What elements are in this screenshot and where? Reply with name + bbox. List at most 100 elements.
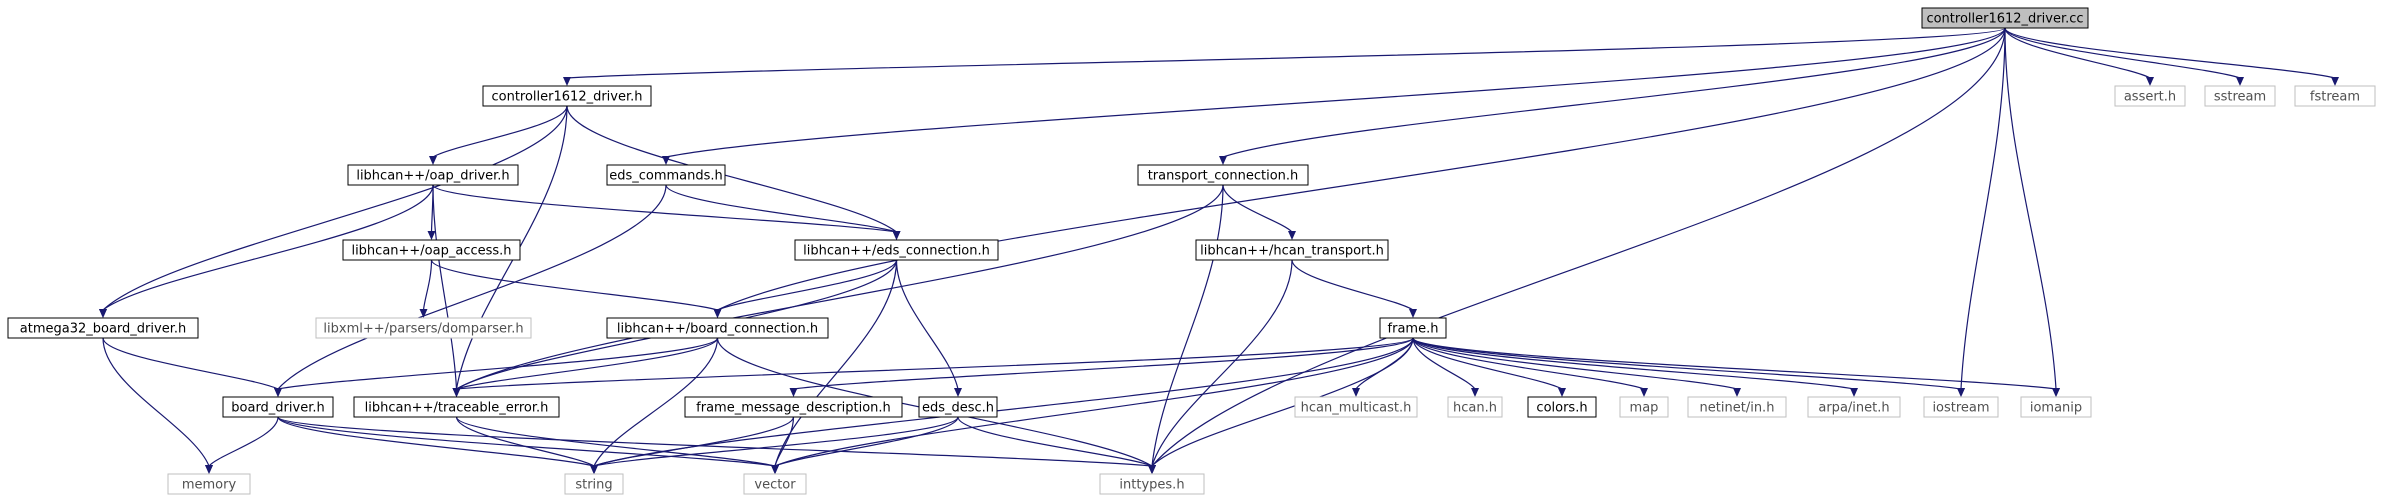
edge-root-to-sstream bbox=[2004, 27, 2241, 79]
edge-frame-to-arpa bbox=[1412, 337, 1855, 390]
node-frame-msg-desc[interactable]: frame_message_description.h bbox=[684, 396, 903, 418]
arrowhead-frame-to-traceable-error bbox=[452, 388, 461, 397]
edge-board-connection-to-traceable-error bbox=[456, 337, 719, 390]
node-label-netinet: netinet/in.h bbox=[1700, 401, 1775, 416]
arrowhead-frame-to-hcan bbox=[1471, 388, 1479, 397]
arrowhead-frame-to-frame-msg-desc bbox=[789, 388, 798, 397]
node-atmega[interactable]: atmega32_board_driver.h bbox=[7, 317, 199, 339]
edge-traceable-error-to-string bbox=[455, 416, 595, 467]
edge-transport-connection-to-hcan-transport bbox=[1222, 184, 1293, 233]
edge-oap-driver-to-traceable-error bbox=[432, 184, 458, 390]
edge-frame-to-map bbox=[1412, 337, 1645, 390]
node-label-assert: assert.h bbox=[2124, 90, 2176, 105]
arrowhead-root-to-fstream bbox=[2331, 77, 2339, 86]
node-label-eds-connection: libhcan++/eds_connection.h bbox=[803, 244, 990, 259]
node-box-assert bbox=[2114, 85, 2186, 107]
node-root[interactable]: controller1612_driver.cc bbox=[1921, 7, 2089, 29]
node-board-connection[interactable]: libhcan++/board_connection.h bbox=[606, 317, 829, 339]
node-box-inttypes bbox=[1099, 473, 1205, 495]
arrowhead-frame-to-netinet bbox=[1733, 388, 1741, 397]
edge-frame-to-colors bbox=[1412, 337, 1563, 390]
edge-eds-connection-to-board-connection bbox=[717, 259, 898, 311]
node-assert: assert.h bbox=[2114, 85, 2186, 107]
arrowhead-frame-to-arpa bbox=[1850, 388, 1858, 397]
edge-frame-to-frame-msg-desc bbox=[793, 337, 1414, 390]
arrowhead-frame-to-map bbox=[1640, 388, 1648, 397]
node-label-board-driver: board_driver.h bbox=[231, 401, 324, 416]
arrowhead-ctrl-h-to-oap-driver bbox=[429, 156, 437, 165]
edge-atmega-to-board-driver bbox=[102, 337, 279, 390]
arrowhead-frame-to-iostream bbox=[1957, 388, 1965, 397]
edge-hcan-transport-to-frame bbox=[1291, 259, 1414, 311]
node-label-frame: frame.h bbox=[1388, 322, 1439, 337]
edge-root-to-board-connection bbox=[717, 27, 2006, 311]
edge-frame-to-vector bbox=[774, 337, 1414, 467]
node-label-traceable-error: libhcan++/traceable_error.h bbox=[365, 401, 549, 416]
edge-frame-msg-desc-to-string bbox=[593, 416, 795, 467]
node-box-board-driver bbox=[222, 396, 334, 418]
node-ctrl-h[interactable]: controller1612_driver.h bbox=[482, 85, 652, 107]
node-colors[interactable]: colors.h bbox=[1527, 396, 1597, 418]
node-label-map: map bbox=[1630, 401, 1659, 416]
node-hcan-transport[interactable]: libhcan++/hcan_transport.h bbox=[1195, 239, 1389, 261]
arrowhead-eds-commands-to-eds-connection bbox=[892, 231, 901, 240]
node-box-board-connection bbox=[606, 317, 829, 339]
edge-eds-desc-to-vector bbox=[774, 416, 959, 467]
edge-eds-desc-to-string bbox=[593, 416, 959, 467]
node-frame[interactable]: frame.h bbox=[1379, 317, 1447, 339]
node-label-inttypes: inttypes.h bbox=[1119, 478, 1184, 493]
node-sstream: sstream bbox=[2204, 85, 2276, 107]
node-box-eds-desc bbox=[918, 396, 998, 418]
edge-hcan-transport-to-inttypes bbox=[1151, 259, 1293, 467]
node-box-hcan bbox=[1447, 396, 1503, 418]
node-fstream: fstream bbox=[2294, 85, 2376, 107]
node-inttypes: inttypes.h bbox=[1099, 473, 1205, 495]
node-box-arpa bbox=[1807, 396, 1901, 418]
arrowhead-hcan-transport-to-frame bbox=[1409, 309, 1417, 318]
edge-frame-to-traceable-error bbox=[456, 337, 1414, 390]
edge-board-driver-to-memory bbox=[208, 416, 279, 467]
node-eds-commands[interactable]: eds_commands.h bbox=[606, 164, 726, 186]
arrowhead-frame-to-colors bbox=[1558, 388, 1566, 397]
node-eds-desc[interactable]: eds_desc.h bbox=[918, 396, 998, 418]
node-oap-access[interactable]: libhcan++/oap_access.h bbox=[342, 239, 521, 261]
edge-frame-to-iostream bbox=[1412, 337, 1962, 390]
nodes-layer: controller1612_driver.cc controller1612_d… bbox=[7, 7, 2376, 495]
edge-frame-msg-desc-to-vector bbox=[774, 416, 795, 467]
node-label-hcan-transport: libhcan++/hcan_transport.h bbox=[1200, 244, 1384, 259]
node-label-transport-connection: transport_connection.h bbox=[1148, 169, 1299, 184]
edge-transport-connection-to-traceable-error bbox=[456, 184, 1224, 390]
node-label-ctrl-h: controller1612_driver.h bbox=[491, 90, 642, 105]
arrowhead-frame-to-hcan-multicast bbox=[1352, 388, 1360, 397]
edge-root-to-iostream bbox=[1960, 27, 2006, 390]
node-label-string: string bbox=[575, 478, 612, 493]
edge-oap-access-to-board-connection bbox=[430, 259, 718, 311]
node-label-oap-access: libhcan++/oap_access.h bbox=[351, 244, 511, 259]
edge-root-to-fstream bbox=[2004, 27, 2336, 79]
node-label-eds-desc: eds_desc.h bbox=[922, 401, 994, 416]
edge-eds-commands-to-board-driver bbox=[277, 184, 667, 390]
node-oap-driver[interactable]: libhcan++/oap_driver.h bbox=[347, 164, 519, 186]
node-board-driver[interactable]: board_driver.h bbox=[222, 396, 334, 418]
edge-oap-access-to-domparser bbox=[422, 259, 433, 311]
node-box-root bbox=[1921, 7, 2089, 29]
node-eds-connection[interactable]: libhcan++/eds_connection.h bbox=[794, 239, 999, 261]
edge-board-driver-to-inttypes bbox=[277, 416, 1153, 467]
node-label-eds-commands: eds_commands.h bbox=[609, 169, 723, 184]
arrowhead-eds-desc-to-inttypes bbox=[1148, 465, 1156, 474]
node-box-vector bbox=[743, 473, 807, 495]
node-box-frame-msg-desc bbox=[684, 396, 903, 418]
arrowhead-root-to-assert bbox=[2146, 77, 2154, 86]
node-box-oap-access bbox=[342, 239, 521, 261]
node-box-oap-driver bbox=[347, 164, 519, 186]
node-traceable-error[interactable]: libhcan++/traceable_error.h bbox=[353, 396, 560, 418]
arrowhead-root-to-transport-connection bbox=[1219, 156, 1227, 165]
arrowhead-root-to-ctrl-h bbox=[563, 77, 571, 86]
node-label-memory: memory bbox=[182, 478, 237, 493]
node-label-hcan: hcan.h bbox=[1453, 401, 1497, 416]
arrowhead-board-driver-to-memory bbox=[205, 465, 213, 474]
node-transport-connection[interactable]: transport_connection.h bbox=[1137, 164, 1309, 186]
node-label-hcan-multicast: hcan_multicast.h bbox=[1301, 401, 1412, 416]
node-box-sstream bbox=[2204, 85, 2276, 107]
